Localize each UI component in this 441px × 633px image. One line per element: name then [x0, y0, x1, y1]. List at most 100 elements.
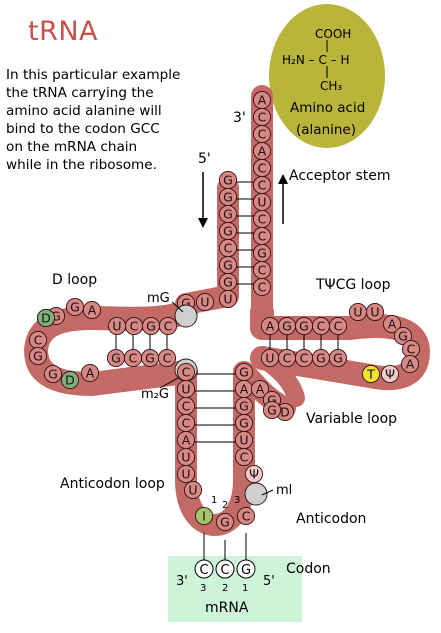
svg-text:Ψ: Ψ	[249, 466, 259, 481]
pointer-ml	[261, 489, 274, 496]
nucleotide-ml-modified	[244, 482, 268, 506]
nucleotide-d-loop: C	[28, 330, 48, 350]
nucleotide-anticodon: C	[236, 506, 256, 526]
svg-text:C: C	[130, 318, 139, 333]
label-d-loop: D loop	[52, 272, 97, 288]
svg-text:U: U	[200, 294, 209, 309]
svg-text:C: C	[199, 563, 208, 578]
nucleotides: GGGGCGGUACCACCUCCGCCUGCGCUAGGDDCGGDAGCGC…	[28, 90, 421, 532]
svg-text:G: G	[220, 514, 230, 529]
svg-text:A: A	[258, 92, 267, 107]
svg-text:C: C	[258, 211, 267, 226]
svg-text:T: T	[366, 366, 375, 381]
pointer-m2g	[159, 377, 179, 389]
svg-text:C: C	[242, 508, 251, 523]
svg-text:C: C	[317, 318, 326, 333]
label-mrna-3prime: 3'	[176, 574, 188, 589]
page-title: tRNA	[28, 16, 99, 47]
svg-text:G: G	[223, 172, 233, 187]
svg-text:C: C	[258, 109, 267, 124]
nucleotide-tpsi-arm: C	[294, 348, 314, 368]
svg-text:G: G	[145, 350, 155, 365]
svg-text:C: C	[34, 332, 43, 347]
up-arrow-acceptor	[278, 174, 288, 224]
svg-text:G: G	[241, 563, 251, 578]
nucleotide-anticodon-right: U	[234, 430, 254, 450]
nucleotide-d-arm: U	[107, 316, 127, 336]
nucleotide-tpsi-arm: A	[382, 314, 402, 334]
svg-text:G: G	[267, 392, 277, 407]
codon-base-1: C	[194, 559, 214, 579]
nucleotide-acceptor-3prime: C	[252, 260, 272, 280]
nucleotide-variable-loop: G	[262, 400, 282, 420]
svg-text:U: U	[181, 449, 190, 464]
label-acceptor-stem: Acceptor stem	[289, 168, 391, 184]
svg-text:U: U	[257, 194, 266, 209]
nucleotide-acceptor-3prime: C	[252, 158, 272, 178]
svg-text:G: G	[223, 274, 233, 289]
nucleotide-anticodon-left: C	[176, 362, 196, 382]
nucleotide-d-arm: C	[158, 316, 178, 336]
svg-text:G: G	[398, 328, 408, 343]
nucleotide-tpsi-arm: C	[401, 339, 421, 359]
svg-text:G: G	[223, 223, 233, 238]
nucleotide-anticodon-left: C	[176, 396, 196, 416]
nucleotide-acceptor-3prime: A	[252, 90, 272, 110]
svg-text:G: G	[239, 398, 249, 413]
nucleotide-d-arm: A	[82, 300, 102, 320]
svg-text:C: C	[258, 160, 267, 175]
svg-text:A: A	[406, 356, 415, 371]
svg-text:G: G	[70, 299, 80, 314]
nucleotide-acceptor-3prime: C	[252, 124, 272, 144]
svg-text:G: G	[333, 350, 343, 365]
svg-text:G: G	[223, 206, 233, 221]
anticodon-number-1: 1	[211, 495, 217, 506]
amino-label-1: Amino acid	[290, 100, 365, 116]
description-line: bind to the codon GCC	[6, 121, 160, 137]
svg-text:U: U	[181, 466, 190, 481]
label-m2g: m₂G	[141, 387, 169, 402]
nucleotide-acceptor-5prime: G	[218, 170, 238, 190]
svg-text:U: U	[188, 482, 197, 497]
nucleotide-tpsi-arm: U	[365, 302, 385, 322]
nucleotide-tpsi-arm: A	[260, 316, 280, 336]
nucleotide-anticodon-right: G	[234, 362, 254, 382]
svg-text:G: G	[239, 364, 249, 379]
amino-h2n: H₂N – C – H	[282, 53, 349, 67]
nucleotide-anticodon-left: U	[176, 447, 196, 467]
svg-text:A: A	[266, 318, 275, 333]
label-ml: ml	[276, 483, 292, 498]
label-mrna-5prime: 5'	[263, 574, 275, 589]
svg-text:C: C	[258, 262, 267, 277]
nucleotide-acceptor-3prime: A	[252, 141, 272, 161]
description-line: while in the ribosome.	[6, 157, 157, 173]
label-anticodon: Anticodon	[296, 511, 366, 527]
label-codon: Codon	[286, 561, 331, 577]
svg-text:G: G	[239, 415, 249, 430]
base-pair-lines	[115, 181, 339, 443]
nucleotide-anticodon: G	[215, 512, 235, 532]
label-3prime-top: 3'	[233, 110, 246, 126]
description: In this particular example the tRNA carr…	[6, 66, 216, 174]
amino-label-2: (alanine)	[296, 122, 356, 138]
svg-text:U: U	[223, 291, 232, 306]
down-arrow-5prime	[198, 172, 208, 228]
svg-text:C: C	[220, 563, 229, 578]
nucleotide-d-loop: G	[28, 346, 48, 366]
svg-text:A: A	[388, 316, 397, 331]
nucleotide-anticodon-right: G	[234, 396, 254, 416]
label-tpsi-loop: TΨCG loop	[315, 277, 391, 293]
nucleotide-tpsi-arm: C	[328, 316, 348, 336]
nucleotide-d-arm: G	[65, 297, 85, 317]
nucleotide-acceptor-3prime: C	[252, 209, 272, 229]
nucleotide-anticodon-left: U	[176, 464, 196, 484]
svg-text:G: G	[282, 318, 292, 333]
nucleotide-tpsi-arm: G	[393, 326, 413, 346]
label-variable-loop: Variable loop	[306, 411, 397, 427]
nucleotide-acceptor-3prime: C	[252, 107, 272, 127]
nucleotide-tpsi-arm: G	[277, 316, 297, 336]
svg-text:G: G	[33, 348, 43, 363]
amino-cooh: COOH	[315, 27, 351, 41]
svg-text:G: G	[267, 402, 277, 417]
nucleotide-acceptor-5prime: G	[218, 221, 238, 241]
